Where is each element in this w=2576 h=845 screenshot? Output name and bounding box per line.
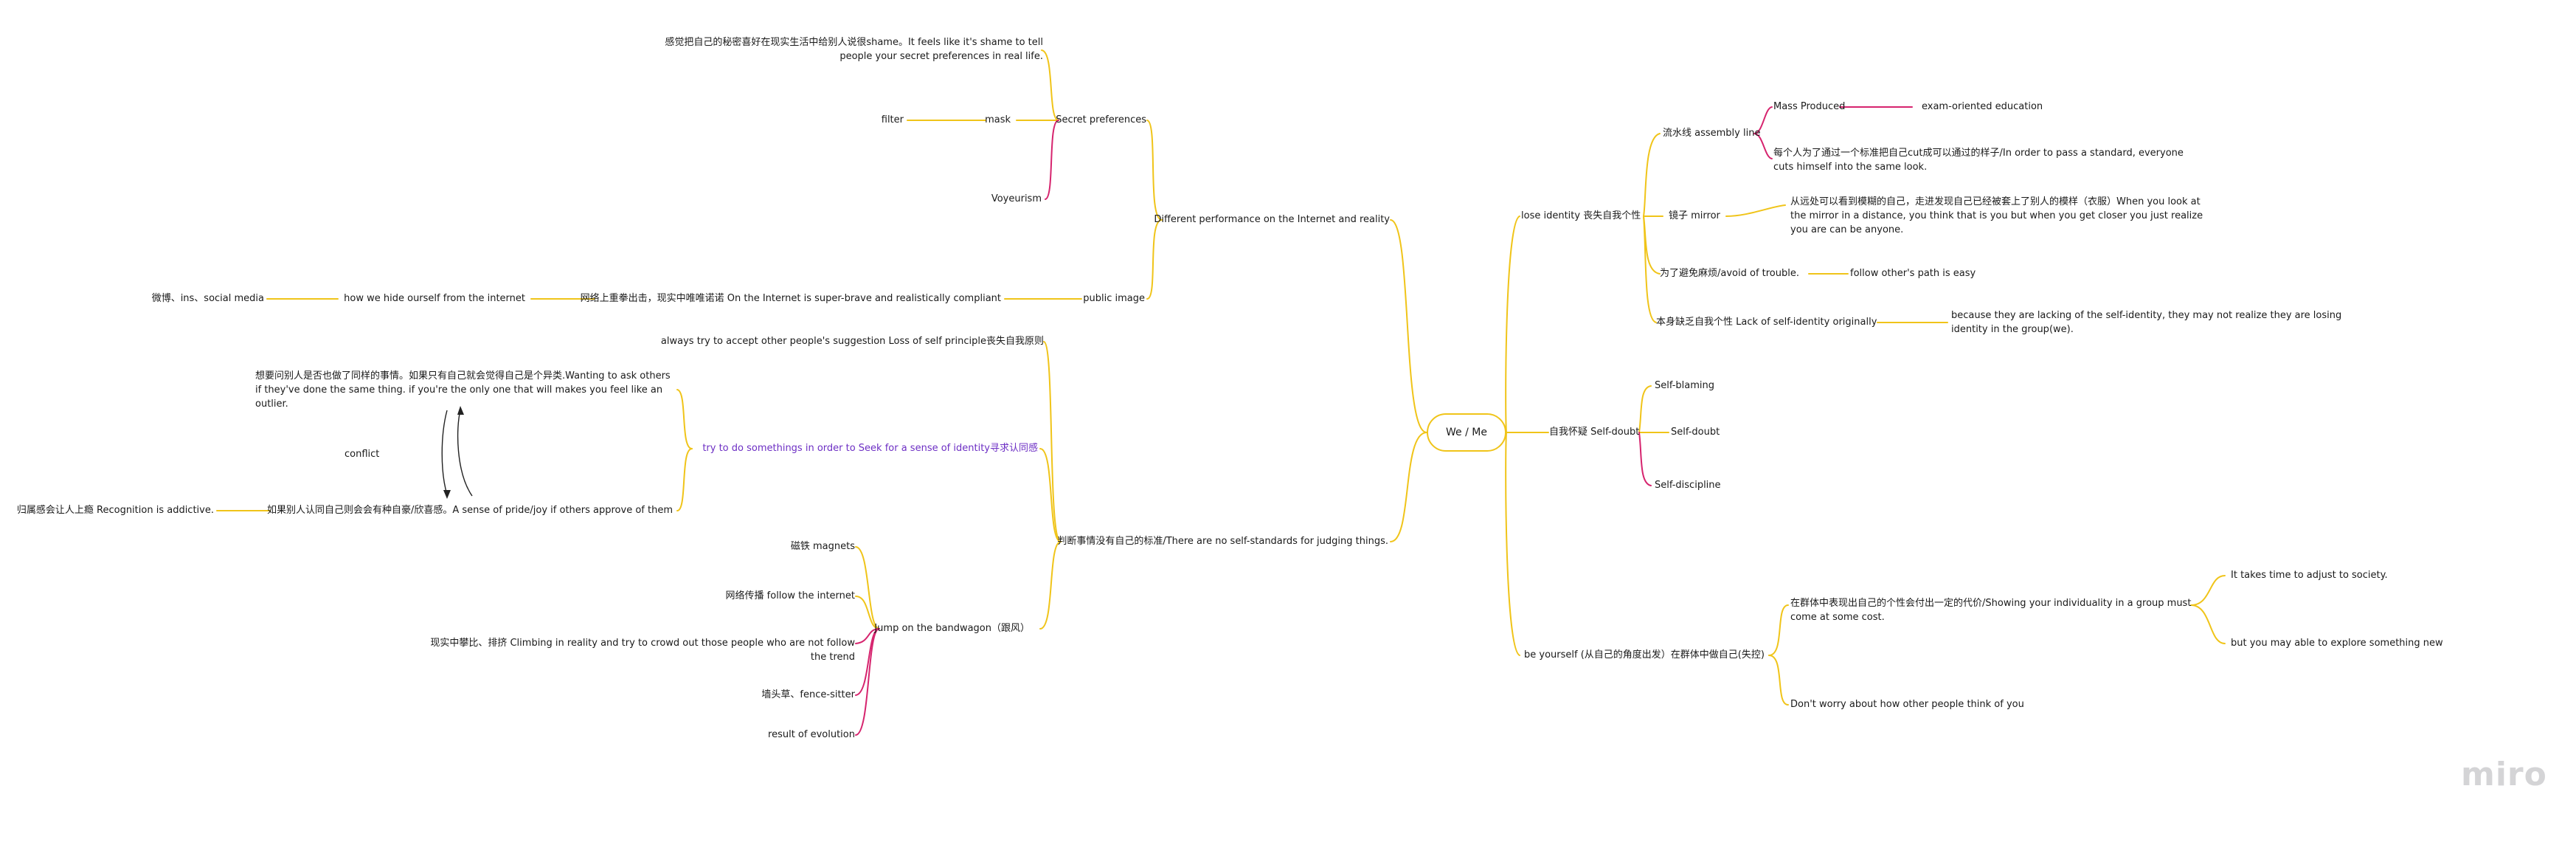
node-lack-identity[interactable]: 本身缺乏自我个性 Lack of self-identity originall… bbox=[1656, 317, 1877, 328]
node-ask-others[interactable]: 想要问别人是否也做了同样的事情。如果只有自己就会觉得自己是个异类.Wanting… bbox=[255, 370, 671, 410]
node-public-image[interactable]: public image bbox=[1083, 293, 1145, 304]
node-assembly-line[interactable]: 流水线 assembly line bbox=[1663, 128, 1761, 139]
node-different-performance[interactable]: Different performance on the Internet an… bbox=[1154, 214, 1390, 225]
node-self-doubt-root[interactable]: 自我怀疑 Self-doubt bbox=[1549, 427, 1640, 438]
node-dont-worry[interactable]: Don't worry about how other people think… bbox=[1790, 699, 2024, 710]
link-be-yourself bbox=[1768, 604, 1789, 656]
node-shame[interactable]: 感觉把自己的秘密喜好在现实生活中给别人说很shame。It feels like… bbox=[665, 37, 1043, 62]
node-self-discipline[interactable]: Self-discipline bbox=[1655, 480, 1721, 491]
node-hide-ourself[interactable]: how we hide ourself from the internet bbox=[344, 293, 525, 304]
node-adjust[interactable]: It takes time to adjust to society. bbox=[2231, 570, 2388, 581]
link-center-lose-identity bbox=[1505, 215, 1520, 433]
link-center-no-standards bbox=[1390, 432, 1427, 542]
node-magnets[interactable]: 磁铁 magnets bbox=[790, 541, 855, 552]
node-lack-identity-desc[interactable]: because they are lacking of the self-ide… bbox=[1951, 310, 2342, 335]
node-mass-produced[interactable]: Mass Produced bbox=[1773, 101, 1846, 112]
node-voyeurism[interactable]: Voyeurism bbox=[991, 193, 1042, 204]
node-lose-identity[interactable]: lose identity 丧失自我个性 bbox=[1521, 210, 1641, 221]
node-secret-preferences[interactable]: Secret preferences bbox=[1056, 114, 1146, 125]
node-exam-education[interactable]: exam-oriented education bbox=[1922, 101, 2043, 112]
node-follow-internet[interactable]: 网络传播 follow the internet bbox=[725, 590, 855, 601]
node-avoid-trouble[interactable]: 为了避免麻烦/avoid of trouble. bbox=[1660, 268, 1799, 279]
conflict-label: conflict bbox=[344, 449, 380, 460]
node-pride-joy[interactable]: 如果别人认同自己则会会有种自豪/欣喜感。A sense of pride/joy… bbox=[266, 505, 673, 516]
node-recognition-addictive[interactable]: 归属感会让人上瘾 Recognition is addictive. bbox=[16, 505, 214, 516]
link-center-different bbox=[1390, 219, 1427, 433]
node-self-blaming[interactable]: Self-blaming bbox=[1655, 380, 1715, 391]
link-center-be-yourself bbox=[1505, 432, 1520, 656]
node-individuality[interactable]: 在群体中表现出自己的个性会付出一定的代价/Showing your indivi… bbox=[1790, 598, 2192, 623]
node-follow-path[interactable]: follow other's path is easy bbox=[1850, 268, 1976, 279]
node-weibo[interactable]: 微博、ins、social media bbox=[151, 293, 264, 304]
node-filter[interactable]: filter bbox=[881, 114, 904, 125]
node-be-yourself[interactable]: be yourself (从自己的角度出发）在群体中做自己(失控) bbox=[1524, 649, 1765, 661]
node-mirror[interactable]: 镜子 mirror bbox=[1669, 210, 1720, 221]
link-lose-identity-group bbox=[1643, 133, 1661, 217]
node-mirror-desc[interactable]: 从远处可以看到模糊的自己，走进发现自己已经被套上了别人的模样（衣服）When y… bbox=[1790, 196, 2203, 235]
node-mask[interactable]: mask bbox=[985, 114, 1011, 125]
node-no-standards[interactable]: 判断事情没有自己的标准/There are no self-standards … bbox=[1057, 536, 1388, 547]
miro-logo: miro bbox=[2461, 756, 2547, 793]
node-standard-cut[interactable]: 每个人为了通过一个标准把自己cut成可以通过的样子/In order to pa… bbox=[1773, 148, 2184, 173]
node-brave-compliant[interactable]: 网络上重拳出击，现实中唯唯诺诺 On the Internet is super… bbox=[580, 293, 1001, 304]
node-explore[interactable]: but you may able to explore something ne… bbox=[2231, 638, 2443, 649]
node-climbing[interactable]: 现实中攀比、排挤 Climbing in reality and try to … bbox=[430, 638, 855, 663]
node-fence-sitter[interactable]: 墙头草、fence-sitter bbox=[761, 689, 855, 700]
node-bandwagon[interactable]: Jump on the bandwagon（跟风） bbox=[874, 623, 1030, 634]
node-evolution[interactable]: result of evolution bbox=[768, 729, 855, 740]
node-seek-identity[interactable]: try to do somethings in order to Seek fo… bbox=[702, 443, 1038, 454]
node-self-doubt[interactable]: Self-doubt bbox=[1671, 427, 1720, 438]
node-accept-suggestion[interactable]: always try to accept other people's sugg… bbox=[660, 336, 1044, 347]
center-node-we-me[interactable]: We / Me bbox=[1427, 413, 1506, 452]
